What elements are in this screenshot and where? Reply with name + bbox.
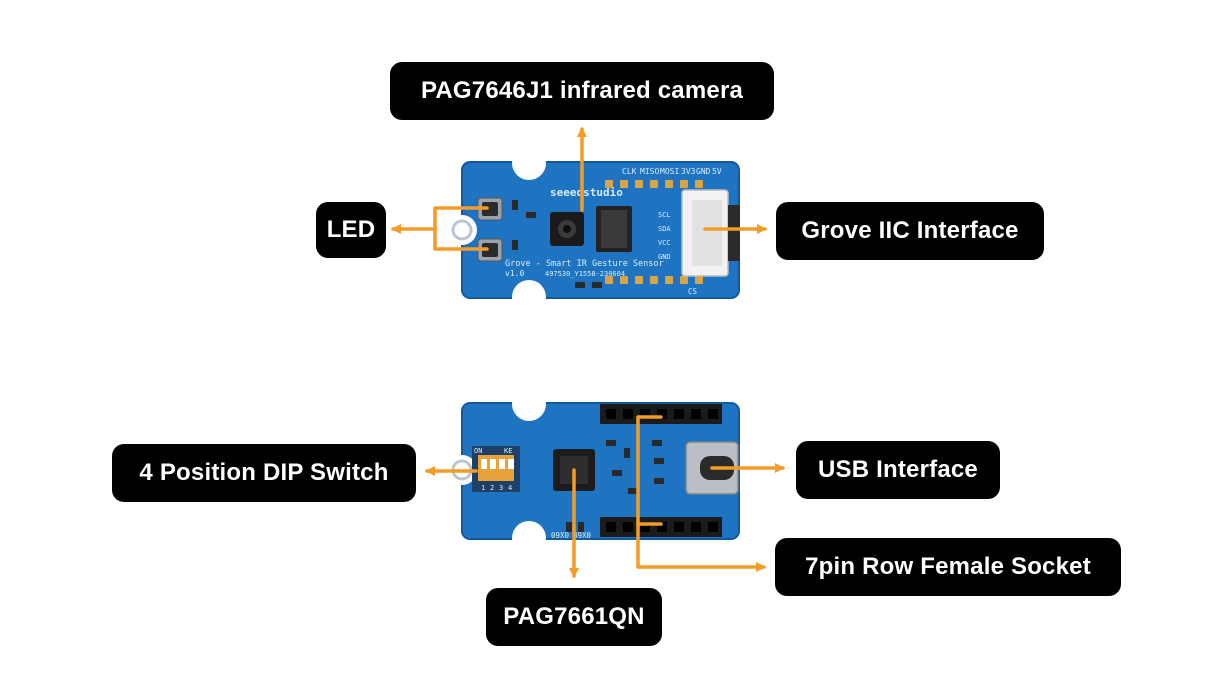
pad-label: 89X0 xyxy=(573,531,592,540)
board-title: Grove - Smart IR Gesture Sensor xyxy=(505,259,664,269)
female-socket-top xyxy=(600,404,722,424)
dip-switch xyxy=(472,446,520,492)
label-camera: PAG7646J1 infrared camera xyxy=(390,62,774,120)
header-pin-label: MOSI xyxy=(660,167,679,176)
dip-ke-label: KE xyxy=(504,447,512,455)
label-chip: PAG7661QN xyxy=(486,588,662,646)
dip-number: 4 xyxy=(508,484,512,492)
side-pin-label: VCC xyxy=(658,239,671,247)
mount-hole xyxy=(512,521,546,555)
brand-text: seeedstudio xyxy=(550,186,623,199)
side-pin-label: SDA xyxy=(658,225,671,233)
led-top xyxy=(477,197,503,221)
grove-connector xyxy=(681,189,740,277)
dip-number: 2 xyxy=(490,484,494,492)
top-header-pins xyxy=(605,180,703,188)
ir-camera xyxy=(550,212,584,246)
board-version: v1.0 xyxy=(505,269,524,278)
side-pin-label: SCL xyxy=(658,211,671,219)
header-pin-label: CLK xyxy=(622,167,637,176)
female-socket-bottom xyxy=(600,517,722,537)
mount-hole xyxy=(447,215,477,245)
header-pin-label: MISO xyxy=(640,167,659,176)
flex-connector xyxy=(596,206,632,252)
mount-hole xyxy=(512,387,546,421)
label-grove-iic: Grove IIC Interface xyxy=(776,202,1044,260)
label-socket: 7pin Row Female Socket xyxy=(775,538,1121,596)
arrow-socket xyxy=(636,415,663,526)
header-pin-label: 3V3 xyxy=(681,167,696,176)
label-led: LED xyxy=(316,202,386,258)
side-pin-label: GND xyxy=(658,253,671,261)
annotation-arrows xyxy=(391,127,785,578)
mount-hole xyxy=(512,146,546,180)
front-board: seeedstudio CLK MISO MOSI 3V3 GND 5V SCL… xyxy=(447,146,740,314)
label-dip-switch: 4 Position DIP Switch xyxy=(112,444,416,502)
bottom-header-pins xyxy=(605,276,703,284)
back-board: ON KE 1 2 3 4 09X0 89X0 xyxy=(447,387,740,555)
mount-hole xyxy=(512,280,546,314)
cs-pin-label: CS xyxy=(688,287,698,296)
header-pin-label: 5V xyxy=(712,167,722,176)
board-code: 497530_Y1558-230604 xyxy=(545,270,625,278)
dip-on-label: ON xyxy=(474,447,482,455)
pad-label: 09X0 xyxy=(551,531,570,540)
dip-number: 3 xyxy=(499,484,503,492)
label-usb: USB Interface xyxy=(796,441,1000,499)
dip-number: 1 xyxy=(481,484,485,492)
header-pin-label: GND xyxy=(696,167,711,176)
